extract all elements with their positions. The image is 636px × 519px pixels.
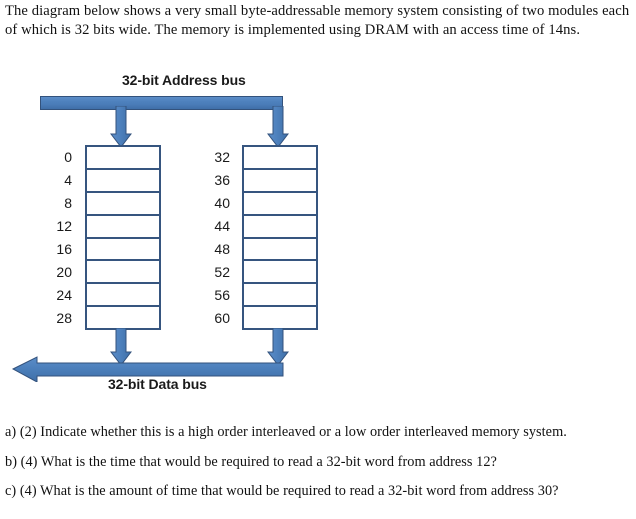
memory-cell	[87, 307, 159, 328]
address-bus-bar	[40, 96, 283, 110]
memory-cell	[87, 147, 159, 170]
memory-module-right	[242, 145, 318, 330]
memory-cell	[87, 169, 159, 193]
memory-cell	[244, 192, 316, 216]
question-item-c: c) (4) What is the amount of time that w…	[5, 483, 559, 499]
data-arrow-right-icon	[267, 328, 289, 366]
memory-cell	[244, 261, 316, 285]
address-label: 28	[56, 310, 72, 327]
memory-cell	[244, 169, 316, 193]
memory-cell	[87, 238, 159, 262]
memory-cell	[244, 307, 316, 328]
memory-cell	[244, 284, 316, 308]
address-label: 0	[64, 148, 72, 165]
address-label: 20	[56, 264, 72, 281]
question-list: a) (2) Indicate whether this is a high o…	[5, 424, 633, 513]
address-label: 4	[64, 171, 72, 188]
memory-system-diagram: 32-bit Address bus 0 4 8 12 16 20 24 2	[0, 66, 636, 406]
address-label: 16	[56, 241, 72, 258]
data-bus-label: 32-bit Data bus	[108, 376, 207, 392]
address-label: 40	[214, 194, 230, 211]
memory-cell	[87, 261, 159, 285]
address-label: 8	[64, 194, 72, 211]
address-arrow-right-icon	[267, 106, 289, 148]
memory-cell	[244, 215, 316, 239]
question-item-a: a) (2) Indicate whether this is a high o…	[5, 424, 567, 440]
address-label: 60	[214, 310, 230, 327]
address-label: 52	[214, 264, 230, 281]
address-arrow-left-icon	[110, 106, 132, 148]
address-label: 32	[214, 148, 230, 165]
address-bus-label: 32-bit Address bus	[122, 72, 246, 88]
memory-cell	[87, 215, 159, 239]
question-item-b: b) (4) What is the time that would be re…	[5, 453, 497, 470]
address-label: 12	[56, 217, 72, 234]
memory-cell	[244, 238, 316, 262]
memory-cell	[244, 147, 316, 170]
address-labels-right: 32 36 40 44 48 52 56 60	[196, 145, 236, 330]
address-label: 44	[214, 217, 230, 234]
data-bus-arrow	[12, 356, 284, 382]
memory-cell	[87, 192, 159, 216]
address-label: 56	[214, 287, 230, 304]
address-labels-left: 0 4 8 12 16 20 24 28	[38, 145, 78, 330]
memory-module-left	[85, 145, 161, 330]
data-arrow-left-icon	[110, 328, 132, 366]
address-label: 24	[56, 287, 72, 304]
address-label: 48	[214, 241, 230, 258]
address-label: 36	[214, 171, 230, 188]
intro-paragraph: The diagram below shows a very small byt…	[5, 3, 630, 39]
memory-cell	[87, 284, 159, 308]
